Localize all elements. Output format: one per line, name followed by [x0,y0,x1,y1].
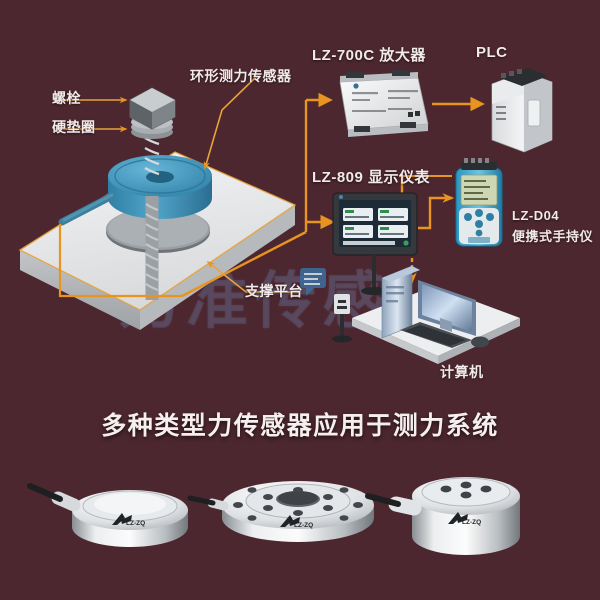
product-2-image: LZ-ZQ [187,481,374,542]
ring-force-sensor [58,155,212,226]
lz-700c-amplifier-image [339,70,429,137]
bolt-assembly [129,87,176,300]
lz-d04-handheld-image [455,158,503,247]
label-amplifier: LZ-700C 放大器 [312,47,426,64]
lz-809-display-image [332,192,418,295]
bolt-head [129,87,176,130]
svg-text:LZ-ZQ: LZ-ZQ [294,522,313,529]
label-plc: PLC [476,44,508,61]
label-bolt: 螺栓 [52,90,81,106]
label-handheld-model: LZ-D04 [512,208,560,223]
label-computer: 计算机 [440,364,484,380]
label-handheld-name: 便携式手持仪 [512,229,594,244]
callout-leaders [53,77,300,293]
label-hard-washer: 硬垫圈 [52,119,96,135]
computer-workstation-image [300,265,520,364]
plc-image [491,68,553,153]
label-ring-force-sensor: 环形测力传感器 [190,68,292,84]
svg-text:LZ-ZQ: LZ-ZQ [462,519,481,526]
page-headline: 多种类型力传感器应用于测力系统 [101,412,499,440]
label-display-meter: LZ-809 显示仪表 [312,169,431,186]
svg-text:LZ-ZQ: LZ-ZQ [126,520,145,527]
product-1-image: LZ-ZQ [27,483,188,547]
label-support-platform: 支撑平台 [245,283,303,299]
product-3-image: LZ-ZQ [365,477,520,555]
